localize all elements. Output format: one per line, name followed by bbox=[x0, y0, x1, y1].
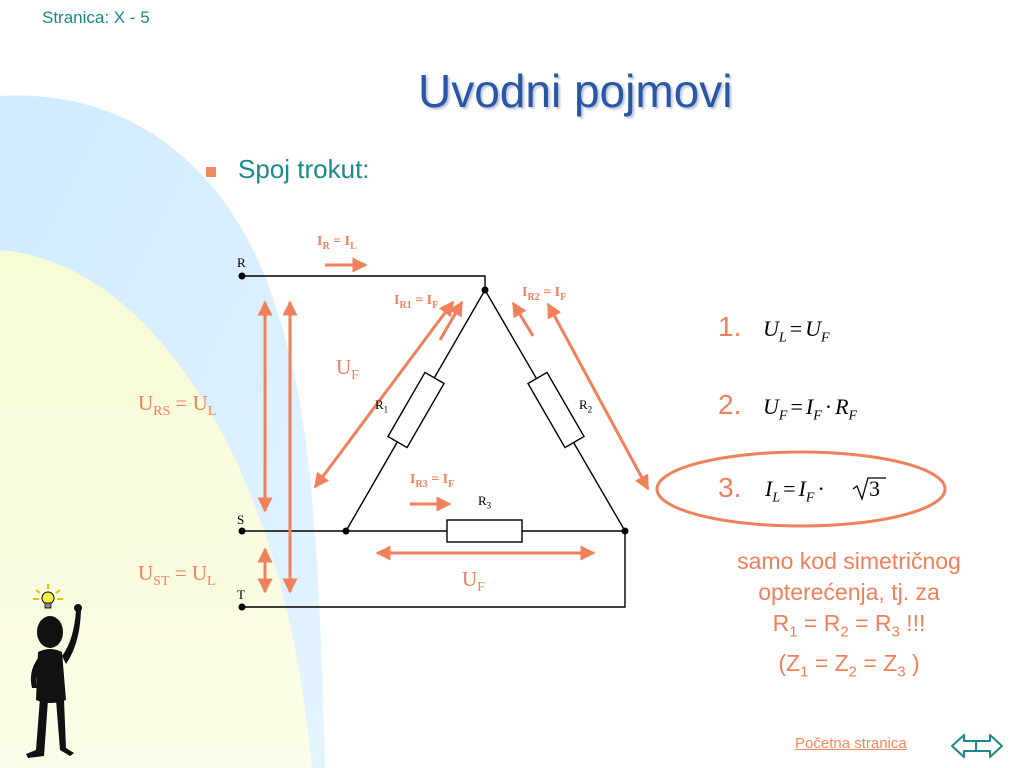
resistor-label-r1: R1 bbox=[375, 397, 389, 415]
equation-1: UL=UF bbox=[763, 316, 830, 346]
arrow-ir2 bbox=[511, 301, 535, 337]
voltage-label-urs: URS = UL bbox=[138, 391, 217, 420]
note-line-1: samo kod simetričnog bbox=[737, 548, 961, 574]
equation-number-2: 2. bbox=[718, 389, 742, 420]
current-label-ir2: IR2 = IF bbox=[522, 285, 567, 303]
resistor-label-r3: R3 bbox=[478, 493, 492, 511]
arrow-uf-left bbox=[313, 300, 455, 489]
voltage-label-uf-bottom: UF bbox=[462, 567, 485, 596]
page-title: Uvodni pojmovi bbox=[418, 65, 733, 117]
symmetric-load-note: samo kod simetričnog opterećenja, tj. za… bbox=[690, 546, 1008, 687]
resistor-r1 bbox=[387, 371, 445, 449]
note-line-4: (Z1 = Z2 = Z3 ) bbox=[778, 649, 920, 681]
node-label-s: S bbox=[237, 512, 245, 527]
home-page-link[interactable]: Početna stranica bbox=[795, 735, 907, 752]
node-label-r: R bbox=[237, 255, 246, 270]
arrows bbox=[257, 257, 650, 594]
equation-number-1: 1. bbox=[718, 311, 742, 342]
current-label-ir1: IR1 = IF bbox=[394, 293, 439, 311]
equation-3-sqrt-arg: 3 bbox=[869, 476, 880, 501]
voltage-label-ust: UST = UL bbox=[138, 561, 216, 590]
resistor-label-r2: R2 bbox=[579, 397, 593, 415]
current-label-ir3: IR3 = IF bbox=[410, 472, 455, 490]
resistor-r3 bbox=[446, 519, 523, 543]
note-line-3: R1 = R2 = R3 !!! bbox=[772, 610, 926, 641]
highlight-ellipse bbox=[655, 450, 947, 528]
sqrt-symbol bbox=[852, 477, 886, 502]
voltage-label-uf-side: UF bbox=[336, 355, 359, 384]
next-slide-arrow-icon[interactable] bbox=[974, 732, 1004, 760]
equation-number-3: 3. bbox=[718, 472, 742, 503]
lightbulb-icon bbox=[33, 584, 63, 609]
current-label-ir: IR = IL bbox=[317, 234, 357, 252]
node-label-t: T bbox=[237, 587, 245, 602]
equation-3: IL=IF· bbox=[765, 476, 825, 506]
bullet-marker bbox=[206, 167, 216, 177]
thinking-person-clipart bbox=[26, 584, 82, 758]
note-line-2: opterećenja, tj. za bbox=[758, 579, 940, 605]
page-number: Stranica: X - 5 bbox=[42, 8, 150, 27]
equation-2: UF=IF·RF bbox=[763, 394, 858, 424]
circuit-nodes bbox=[238, 272, 629, 611]
resistor-r2 bbox=[527, 371, 585, 449]
arrow-uf-right bbox=[546, 302, 650, 491]
bullet-text: Spoj trokut: bbox=[238, 154, 370, 184]
